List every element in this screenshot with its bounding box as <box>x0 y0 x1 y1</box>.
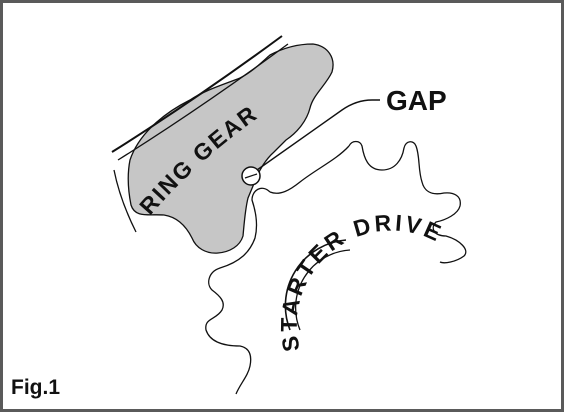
starter-drive-label-arc: STARTER DRIVE <box>276 209 448 353</box>
starter-drive-label: STARTER DRIVE <box>276 209 445 353</box>
starter-drive-outline <box>205 140 467 395</box>
starter-hub-arc-outer <box>284 239 347 331</box>
figure-number: Fig.1 <box>11 376 61 399</box>
ring-gear-rim-inner <box>117 43 289 161</box>
gap-circle-mark <box>244 173 258 179</box>
ring-gear-rim-outer <box>111 35 283 153</box>
gap-label: GAP <box>386 85 447 116</box>
starter-drive-notch <box>269 145 350 194</box>
gap-leader-line <box>256 99 380 171</box>
ring-gear-shape <box>127 43 334 254</box>
starter-hub-arc-inner <box>294 249 351 331</box>
ring-gear-rim-left <box>113 169 137 233</box>
